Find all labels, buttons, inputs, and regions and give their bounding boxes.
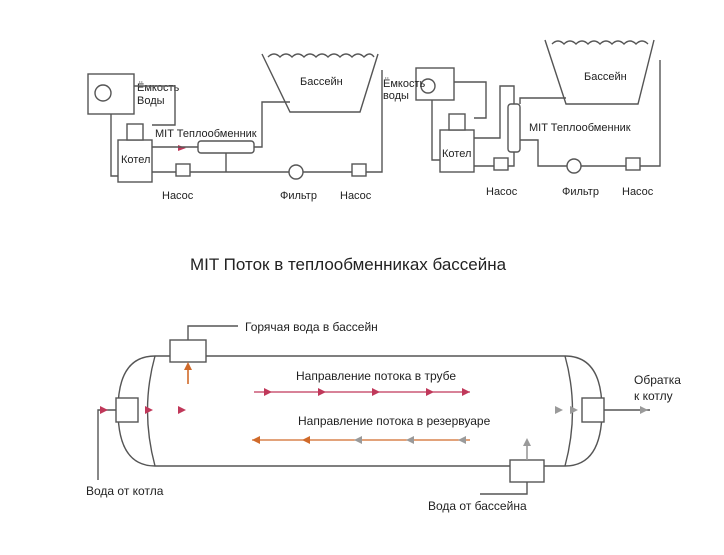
filter-left bbox=[288, 164, 304, 180]
pump1-label-left: Насос bbox=[162, 190, 194, 202]
pool-water-left bbox=[267, 53, 375, 58]
label-line-1: Обратка bbox=[634, 373, 681, 387]
label-line-2: к котлу bbox=[634, 389, 673, 403]
pool-inlet bbox=[509, 459, 545, 483]
boiler-inlet bbox=[115, 397, 139, 423]
pool-label-left: Бассейн bbox=[300, 76, 343, 88]
tank-label-right: Ёмкость воды bbox=[383, 78, 428, 102]
return-outlet bbox=[581, 397, 605, 423]
exchanger-label-left: MIT Теплообменник bbox=[155, 128, 257, 140]
boiler-label-left: Котел bbox=[121, 154, 150, 166]
pool-basin-right bbox=[544, 39, 655, 105]
pump2-right bbox=[625, 157, 641, 171]
return-label: Обратка к котлу bbox=[634, 373, 684, 403]
label-line-1: Ёмкость bbox=[137, 82, 179, 94]
tank-gauge-right bbox=[420, 78, 436, 94]
schematic-left: Ёмкость Воды Бассейн Котел MIT Теплообме… bbox=[87, 53, 383, 202]
pool-label-right: Бассейн bbox=[584, 71, 627, 83]
boiler-chimney-right bbox=[448, 113, 466, 131]
pump2-left bbox=[351, 163, 367, 177]
pool-water-right bbox=[551, 40, 649, 45]
label-line-2: воды bbox=[383, 90, 409, 102]
pool-water-label: Вода от бассейна bbox=[428, 499, 527, 513]
hot-up-arrow bbox=[184, 362, 192, 370]
filter-right bbox=[566, 158, 582, 174]
pump1-label-right: Насос bbox=[486, 186, 518, 198]
diagram-caption: MIT Поток в теплообменниках бассейна bbox=[190, 255, 507, 274]
exchanger-right bbox=[507, 103, 521, 153]
boiler-chimney-left bbox=[126, 123, 144, 141]
tank-gauge-left bbox=[94, 84, 112, 102]
schematic-right: Ёмкость воды Бассейн Котел MIT Теплообме… bbox=[383, 39, 661, 198]
pump2-label-left: Насос bbox=[340, 190, 372, 202]
boiler-water-label: Вода от котла bbox=[86, 484, 164, 498]
boiler-right bbox=[439, 129, 475, 173]
boiler-label-right: Котел bbox=[442, 148, 471, 160]
pump2-label-right: Насос bbox=[622, 186, 654, 198]
exchanger-cutaway: Горячая вода в бассейн Вода от котла Обр… bbox=[86, 320, 684, 513]
tank-label-left: Ёмкость Воды bbox=[137, 82, 182, 107]
shell-flow-label: Направление потока в резервуаре bbox=[298, 414, 491, 428]
pool-basin-left bbox=[261, 53, 379, 113]
flow-arrow-left bbox=[178, 145, 186, 151]
hot-water-outlet bbox=[169, 339, 207, 363]
hot-water-label: Горячая вода в бассейн bbox=[245, 320, 378, 334]
filter-label-left: Фильтр bbox=[280, 190, 317, 202]
pump1-left bbox=[175, 163, 191, 177]
exchanger-left bbox=[197, 140, 255, 154]
label-line-2: Воды bbox=[137, 95, 165, 107]
pump1-right bbox=[493, 157, 509, 171]
tube-flow-label: Направление потока в трубе bbox=[296, 369, 456, 383]
filter-label-right: Фильтр bbox=[562, 186, 599, 198]
exchanger-label-right: MIT Теплообменник bbox=[529, 122, 631, 134]
label-line-1: Ёмкость bbox=[383, 78, 425, 90]
